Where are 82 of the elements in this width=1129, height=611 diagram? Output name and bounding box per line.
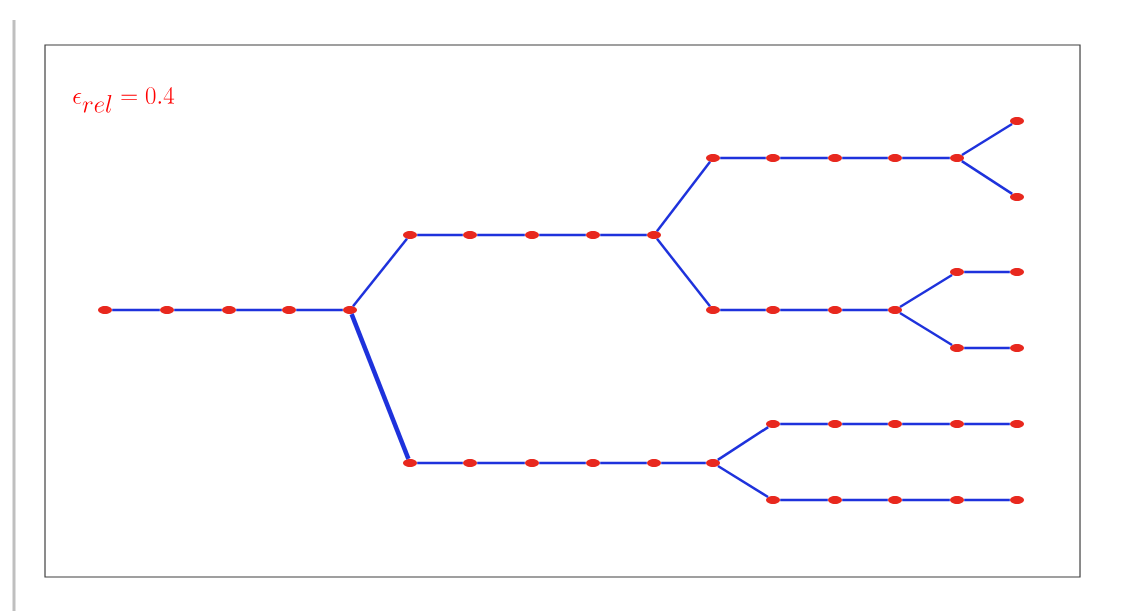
tree-node — [888, 306, 902, 314]
tree-branch — [961, 123, 1013, 156]
tree-branch — [780, 422, 828, 426]
tree-branch — [780, 498, 828, 502]
tree-branch — [352, 238, 408, 307]
tree-branch — [600, 461, 647, 465]
tree-node — [888, 154, 902, 162]
tree-node — [828, 154, 842, 162]
tree-branch — [174, 308, 222, 312]
tree-node — [403, 459, 417, 467]
tree-branch — [899, 273, 953, 308]
tree-node — [828, 496, 842, 504]
tree-branch — [661, 461, 706, 465]
tree-branch — [539, 233, 586, 237]
tree-node — [888, 420, 902, 428]
tree-node — [950, 344, 964, 352]
tree-branch — [349, 313, 411, 460]
tree-branch — [417, 461, 463, 465]
tree-node — [98, 306, 112, 314]
tree-branch — [964, 498, 1010, 502]
tree-branch — [539, 461, 586, 465]
tree-branch — [780, 308, 828, 312]
tree-branch — [477, 233, 525, 237]
tree-node — [706, 306, 720, 314]
tree-node — [950, 268, 964, 276]
tree-branch — [780, 156, 828, 160]
tree-branch — [417, 233, 463, 237]
tree-branch — [477, 461, 525, 465]
tree-node — [706, 154, 720, 162]
tree-node — [1010, 344, 1024, 352]
tree-branch — [902, 498, 950, 502]
tree-node — [766, 306, 780, 314]
tree-branch — [964, 346, 1010, 350]
tree-branch — [964, 422, 1010, 426]
tree-node — [282, 306, 296, 314]
tree-node — [647, 231, 661, 239]
tree-branch — [112, 308, 160, 312]
tree-branch — [842, 308, 888, 312]
tree-node — [1010, 193, 1024, 201]
tree-node — [343, 306, 357, 314]
tree-node — [766, 496, 780, 504]
tree-branch — [964, 270, 1010, 274]
tree-branch — [655, 161, 712, 232]
tree-branch — [717, 426, 769, 461]
tree-node — [888, 496, 902, 504]
tree-branch — [842, 422, 888, 426]
tree-branch — [902, 156, 950, 160]
tree-branch — [236, 308, 282, 312]
tree-node — [766, 420, 780, 428]
tree-node — [950, 154, 964, 162]
tree-node — [828, 420, 842, 428]
tree-node — [463, 459, 477, 467]
tree-node — [950, 496, 964, 504]
tree-branch — [720, 308, 766, 312]
tree-node — [403, 231, 417, 239]
tree-node — [1010, 420, 1024, 428]
tree-node — [706, 459, 720, 467]
tree-node — [222, 306, 236, 314]
tree-branch — [720, 156, 766, 160]
tree-branch — [296, 308, 343, 312]
tree-branch — [656, 238, 711, 307]
tree-branch — [842, 156, 888, 160]
tree-branch — [717, 465, 769, 498]
tree-node — [828, 306, 842, 314]
tree-node — [1010, 268, 1024, 276]
tree-node — [1010, 117, 1024, 125]
tree-node — [1010, 496, 1024, 504]
tree-node — [586, 459, 600, 467]
tree-node — [525, 231, 539, 239]
tree-node — [766, 154, 780, 162]
parameter-formula: $\epsilon_{rel} = 0.4$ — [73, 87, 175, 113]
tree-node — [586, 231, 600, 239]
tree-node — [160, 306, 174, 314]
tree-branch — [899, 311, 953, 347]
tree-node — [463, 231, 477, 239]
tree-node — [525, 459, 539, 467]
tree-node — [950, 420, 964, 428]
tree-node — [647, 459, 661, 467]
tree-branch — [961, 160, 1013, 195]
tree-branch — [600, 233, 647, 237]
tree-branch — [902, 422, 950, 426]
tree-branch — [842, 498, 888, 502]
